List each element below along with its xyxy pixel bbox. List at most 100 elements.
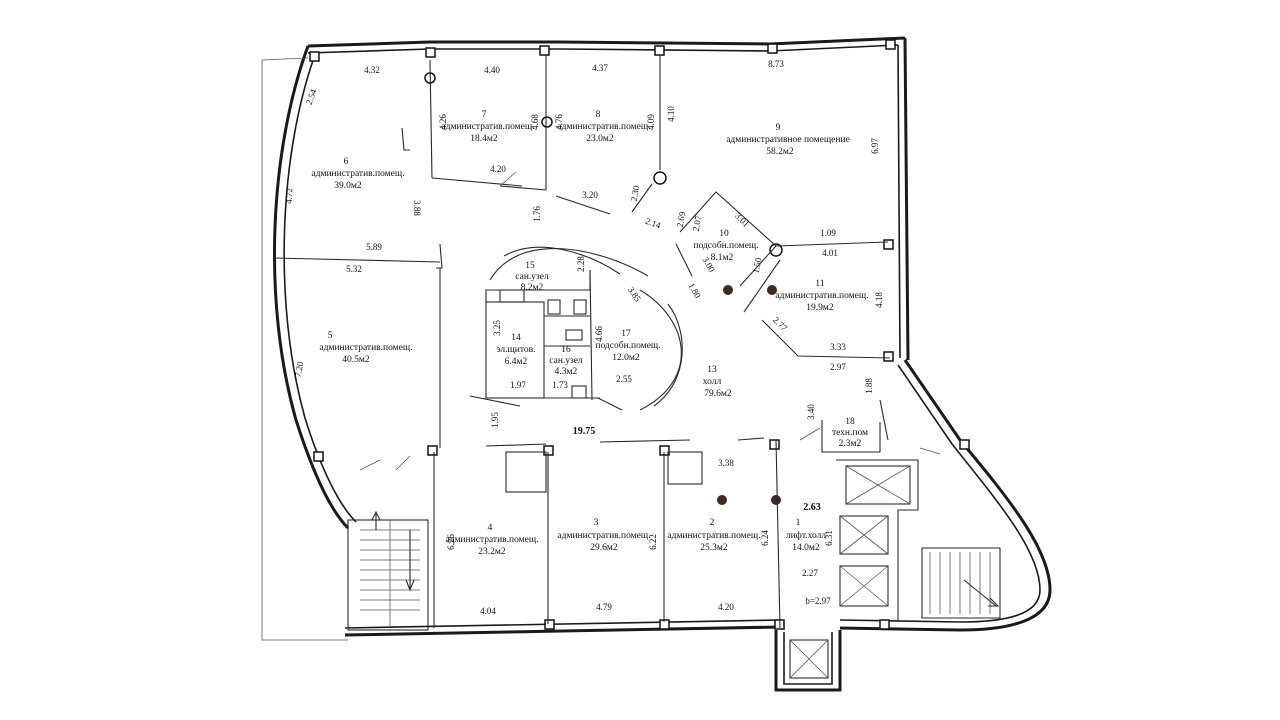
room-1-name: лифт.холл (786, 530, 827, 541)
dim-label: 3.33 (830, 342, 846, 352)
dim-label: 4.37 (592, 63, 608, 73)
room-18-area: 2.3м2 (839, 439, 862, 449)
room-5-area: 40.5м2 (342, 355, 370, 365)
room-7-area: 18.4м2 (470, 134, 498, 144)
room-13-num: 13 (707, 365, 717, 375)
room-5-num: 5 (328, 331, 333, 341)
dim-label: 3.20 (582, 190, 598, 200)
stair-arrows (371, 510, 1000, 607)
dim-label: 4.20 (490, 164, 506, 174)
dim-label: 4.40 (484, 65, 500, 75)
dim-label: 6.26 (446, 534, 456, 550)
room-labels: 1 лифт.холл 14.0м2 2 административ.помещ… (311, 110, 868, 557)
room-8-num: 8 (596, 110, 601, 120)
dim-label: 19.75 (573, 426, 596, 437)
room-6-area: 39.0м2 (334, 181, 362, 191)
dim-label: 4.79 (596, 602, 612, 612)
room-8-area: 23.0м2 (586, 134, 614, 144)
dim-label: 1.97 (510, 380, 526, 390)
dim-label: 2.55 (616, 374, 632, 384)
dim-label: 4.76 (554, 114, 564, 130)
dim-label: 1.76 (532, 206, 542, 222)
room-2-area: 25.3м2 (700, 543, 728, 553)
room-13-area: 79.6м2 (704, 389, 732, 399)
dim-label: 1.88 (864, 378, 874, 394)
dim-label: 3.40 (806, 404, 816, 420)
room-18-num: 18 (845, 417, 855, 427)
dim-label: 8.73 (768, 59, 784, 69)
room-14-name: эл.щитов. (496, 345, 535, 355)
room-2-name: административ.помещ. (667, 531, 760, 541)
dim-label: 1.73 (552, 380, 568, 390)
dim-label: 4.66 (594, 326, 604, 342)
room-9-num: 9 (776, 123, 781, 133)
dim-label: 4.09 (646, 114, 656, 130)
dim-label: 3.01 (733, 211, 751, 229)
dim-label: 5.89 (366, 242, 382, 252)
dim-label: 2.07 (691, 214, 704, 232)
dim-label: b=2.97 (805, 596, 831, 606)
room-8-name: административ.помещ. (557, 122, 650, 132)
room-10-name: подсобн.помещ. (693, 240, 758, 251)
partitions (273, 55, 1001, 679)
dim-label: 4.26 (438, 114, 448, 130)
dim-label: 2.54 (304, 87, 319, 106)
room-14-area: 6.4м2 (505, 357, 528, 367)
room-11-area: 19.9м2 (806, 303, 834, 313)
dim-label: 4.32 (364, 65, 380, 75)
room-10-area: 8.1м2 (711, 253, 734, 263)
dim-label: 7.20 (293, 360, 306, 378)
room-9-name: административное помещение (726, 135, 850, 145)
columns (309, 39, 970, 630)
dim-label: 2.63 (803, 502, 821, 513)
room-3-name: административ.помещ. (557, 531, 650, 541)
dim-label: 1.95 (490, 412, 500, 428)
dim-label: 6.22 (648, 534, 658, 550)
dim-label: 4.04 (480, 606, 496, 616)
dim-label: 6.24 (760, 530, 770, 546)
room-18-name: техн.пом (832, 428, 868, 438)
room-17-num: 17 (621, 329, 631, 339)
room-4-name: административ.помещ. (445, 535, 538, 545)
room-4-area: 23.2м2 (478, 547, 506, 557)
dim-label: 5.32 (346, 264, 362, 274)
room-5-name: административ.помещ. (319, 343, 412, 353)
room-1-num: 1 (796, 518, 801, 528)
dim-label: 2.28 (576, 256, 586, 272)
dim-label: 3.88 (412, 200, 422, 216)
room-15-name: сан.узел (515, 272, 549, 282)
dim-label: 4.20 (718, 602, 734, 612)
dim-label: 2.97 (830, 362, 846, 372)
room-3-num: 3 (594, 518, 599, 528)
dim-label: 2.69 (675, 210, 688, 228)
room-6-name: административ.помещ. (311, 169, 404, 179)
room-9-area: 58.2м2 (766, 147, 794, 157)
room-13-name: холл (703, 377, 722, 387)
room-17-name: подсобн.помещ. (595, 340, 660, 351)
room-11-num: 11 (815, 279, 824, 289)
dim-label: 2.77 (771, 315, 790, 334)
dim-label: 3.25 (492, 320, 502, 336)
dim-label: 2.14 (644, 216, 663, 231)
dim-label: 4.18 (874, 292, 884, 308)
room-15-area: 8.2м2 (521, 283, 544, 293)
dim-label: 3.38 (718, 458, 734, 468)
dim-label: 3.85 (626, 285, 644, 304)
dim-label: 6.97 (870, 138, 880, 154)
dim-label: 4.01 (822, 248, 838, 258)
dim-label: 1.80 (686, 281, 703, 300)
dim-label: 2.27 (802, 568, 818, 578)
room-15-num: 15 (525, 261, 535, 271)
room-17-area: 12.0м2 (612, 353, 640, 363)
room-16-name: сан.узел (549, 356, 583, 366)
room-7-name: административ.помещ. (441, 122, 534, 132)
dim-label: 1.50 (751, 256, 764, 274)
room-6-num: 6 (344, 157, 349, 167)
room-11-name: административ.помещ. (775, 291, 868, 301)
room-10-num: 10 (719, 229, 729, 239)
dim-label: 1.09 (820, 228, 836, 238)
dim-label: 4.10 (666, 106, 676, 122)
room-4-num: 4 (488, 523, 493, 533)
room-1-area: 14.0м2 (792, 543, 820, 553)
